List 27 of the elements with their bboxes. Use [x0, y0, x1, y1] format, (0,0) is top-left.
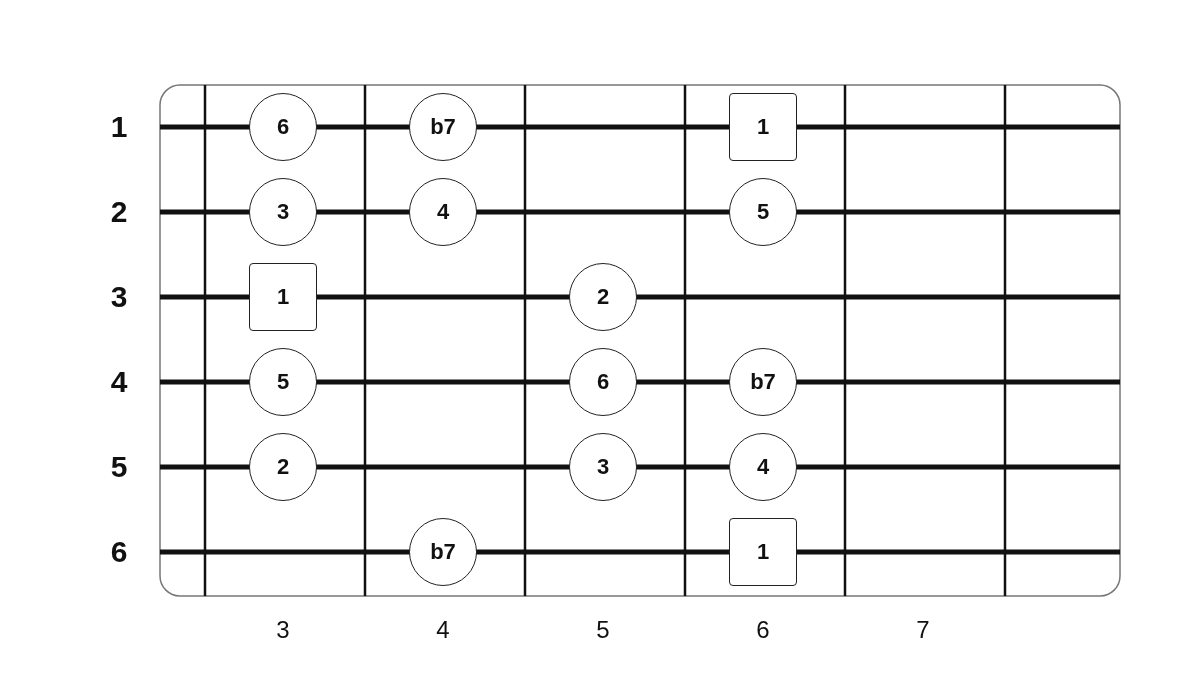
string-number: 6	[110, 535, 128, 569]
note-marker: 2	[569, 263, 637, 331]
string-number: 2	[110, 195, 128, 229]
root-note-marker: 1	[729, 93, 797, 161]
note-marker: 5	[249, 348, 317, 416]
note-marker: 6	[569, 348, 637, 416]
note-marker: 4	[729, 433, 797, 501]
root-note-marker: 1	[249, 263, 317, 331]
note-marker: 6	[249, 93, 317, 161]
note-marker: b7	[729, 348, 797, 416]
fret-number: 6	[756, 616, 770, 644]
string-number: 4	[110, 365, 128, 399]
root-note-marker: 1	[729, 518, 797, 586]
fret-number: 5	[596, 616, 610, 644]
note-marker: 5	[729, 178, 797, 246]
note-marker: b7	[409, 93, 477, 161]
string-number: 3	[110, 280, 128, 314]
note-marker: 3	[249, 178, 317, 246]
fret-number: 7	[916, 616, 930, 644]
note-marker: 3	[569, 433, 637, 501]
fret-number: 3	[276, 616, 290, 644]
string-number: 1	[110, 110, 128, 144]
note-marker: 2	[249, 433, 317, 501]
string-number: 5	[110, 450, 128, 484]
note-marker: b7	[409, 518, 477, 586]
fret-number: 4	[436, 616, 450, 644]
note-marker: 4	[409, 178, 477, 246]
